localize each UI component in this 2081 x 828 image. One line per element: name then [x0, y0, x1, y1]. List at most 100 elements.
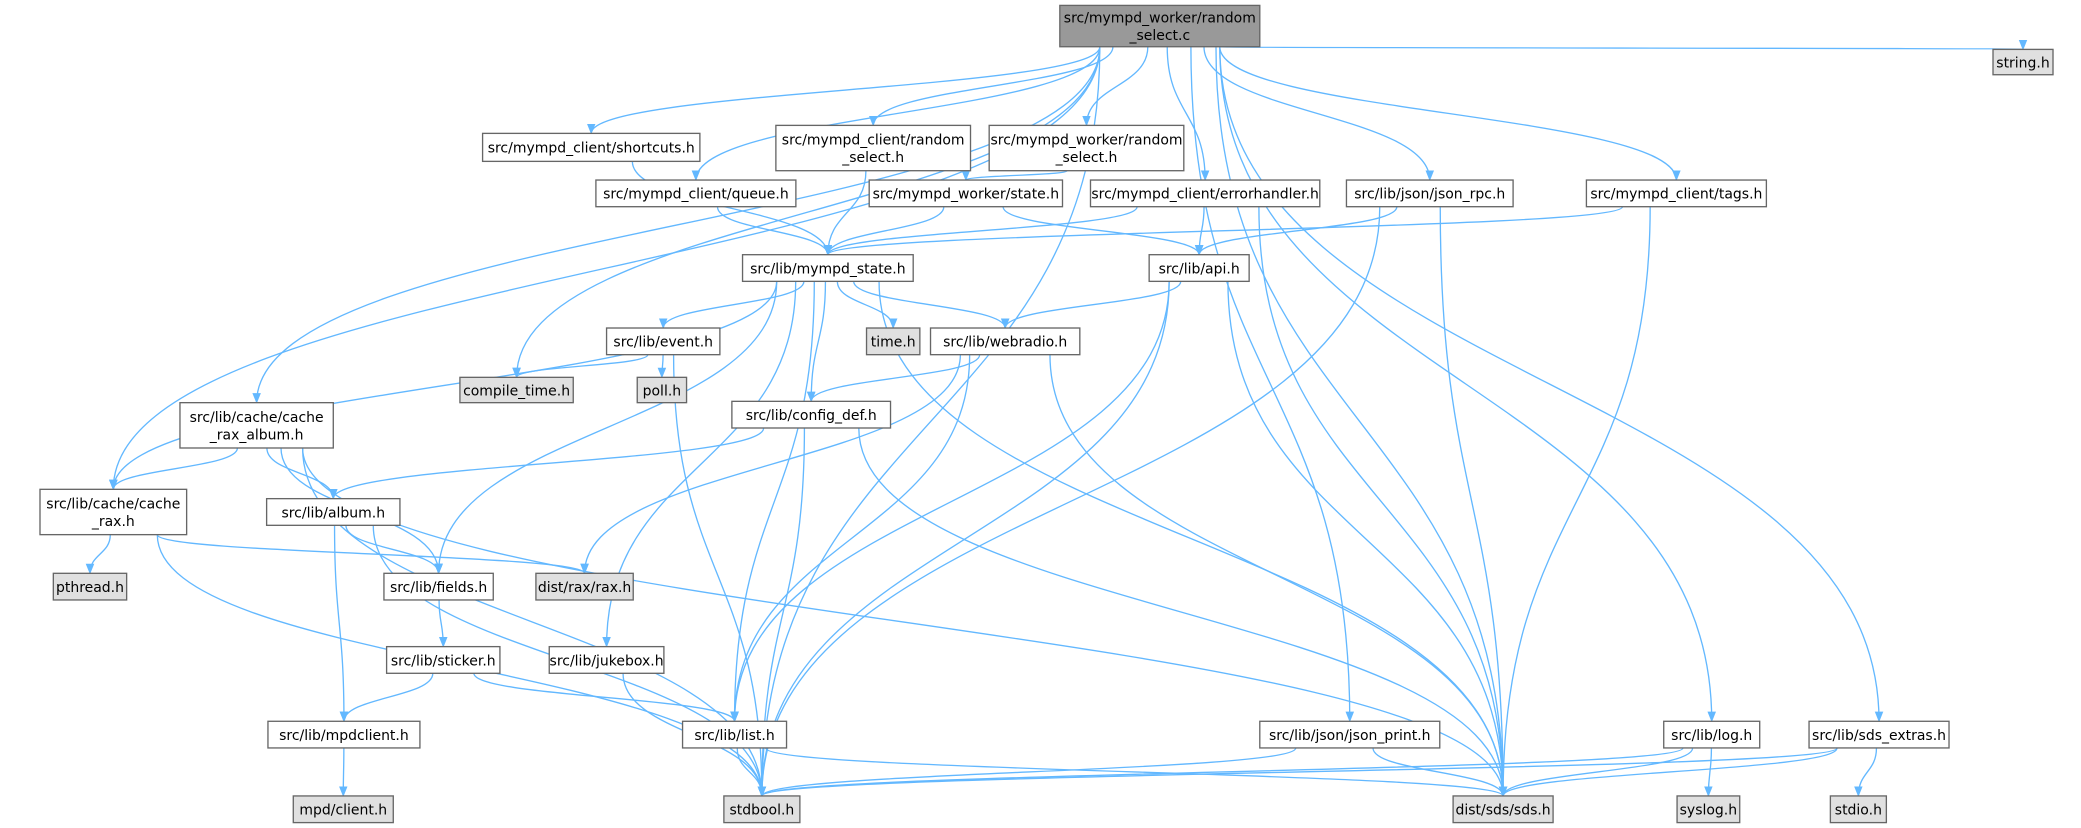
node-label: src/mympd_client/errorhandler.h — [1091, 187, 1319, 203]
node-wstate[interactable]: src/mympd_worker/state.h — [868, 179, 1064, 208]
node-box — [1259, 720, 1441, 749]
node-box — [1345, 179, 1514, 208]
node-label: src/lib/sticker.h — [391, 653, 496, 669]
node-cra[interactable]: src/lib/cache/cache_rax_album.h — [179, 402, 334, 449]
edge-log-to-sds — [1498, 747, 1694, 798]
node-jrpc[interactable]: src/lib/json/json_rpc.h — [1345, 179, 1514, 208]
node-label: src/mympd_client/tags.h — [1590, 187, 1762, 203]
node-label: syslog.h — [1680, 803, 1737, 819]
node-box — [1676, 795, 1741, 824]
node-label: string.h — [1996, 55, 2049, 71]
node-label: stdbool.h — [729, 803, 794, 819]
node-label: src/lib/jukebox.h — [550, 653, 664, 669]
node-label: src/lib/event.h — [613, 335, 713, 351]
node-label: _select.h — [1055, 150, 1118, 166]
node-label: src/lib/list.h — [694, 728, 774, 744]
node-time[interactable]: time.h — [865, 327, 921, 356]
node-box — [39, 488, 188, 536]
edge-api-to-webradio — [1000, 281, 1182, 330]
node-config[interactable]: src/lib/config_def.h — [731, 400, 892, 429]
node-api[interactable]: src/lib/api.h — [1148, 254, 1250, 283]
node-poll[interactable]: poll.h — [636, 376, 688, 404]
node-jukebox[interactable]: src/lib/jukebox.h — [548, 645, 665, 674]
node-label: src/lib/cache/cache — [190, 410, 324, 426]
edge-shortcuts-to-mstate — [631, 161, 833, 256]
node-pthread[interactable]: pthread.h — [52, 572, 128, 601]
node-box — [636, 376, 688, 404]
node-box — [1059, 4, 1261, 48]
edge-webradio-to-config — [807, 354, 981, 403]
edge-cra-to-album — [266, 447, 338, 500]
node-stdio[interactable]: stdio.h — [1829, 795, 1888, 824]
edge-cr-to-rax — [156, 534, 589, 575]
node-mstate[interactable]: src/lib/mympd_state.h — [741, 254, 914, 283]
node-box — [865, 327, 921, 356]
node-cr[interactable]: src/lib/cache/cache_rax.h — [39, 488, 188, 536]
node-label: src/mympd_worker/random — [990, 133, 1182, 149]
node-jprint[interactable]: src/lib/json/json_print.h — [1259, 720, 1441, 749]
node-sds[interactable]: dist/sds/sds.h — [1452, 795, 1554, 824]
node-tags[interactable]: src/mympd_client/tags.h — [1585, 179, 1768, 208]
node-list[interactable]: src/lib/list.h — [681, 720, 788, 749]
edge-album-to-fields — [345, 525, 443, 575]
node-mpdc[interactable]: mpd/client.h — [292, 795, 394, 824]
node-box — [1089, 179, 1321, 208]
node-sdsx[interactable]: src/lib/sds_extras.h — [1808, 720, 1950, 749]
node-label: poll.h — [643, 383, 682, 399]
edge-root-to-log — [1219, 46, 1716, 723]
edge-api-to-sds — [1227, 281, 1508, 798]
node-queue[interactable]: src/mympd_client/queue.h — [595, 179, 797, 208]
node-box — [459, 376, 574, 404]
node-err[interactable]: src/mympd_client/errorhandler.h — [1089, 179, 1321, 208]
node-shortcuts[interactable]: src/mympd_client/shortcuts.h — [481, 132, 701, 163]
edge-mstate-to-fields — [434, 281, 778, 575]
node-wrs[interactable]: src/mympd_worker/random_select.h — [988, 124, 1185, 172]
edge-wrs-to-wstate — [961, 170, 1068, 182]
node-label: src/mympd_client/queue.h — [603, 187, 789, 203]
node-box — [383, 572, 494, 601]
edge-jprint-to-stdbool — [757, 747, 1297, 798]
node-mpdclient[interactable]: src/lib/mpdclient.h — [267, 720, 421, 749]
edge-mstate-to-sds — [878, 281, 1508, 798]
node-compile[interactable]: compile_time.h — [459, 376, 574, 404]
edge-log-to-stdbool — [757, 747, 1684, 798]
edge-wstate-to-mstate — [823, 206, 945, 256]
node-label: src/mympd_client/random — [782, 133, 965, 149]
edge-log-to-syslog — [1704, 747, 1713, 798]
node-label: src/lib/json/json_rpc.h — [1354, 187, 1505, 203]
node-webradio[interactable]: src/lib/webradio.h — [929, 327, 1081, 356]
edge-event-to-stdbool — [672, 354, 767, 798]
node-root[interactable]: src/mympd_worker/random_select.c — [1059, 4, 1261, 48]
node-label: src/lib/mympd_state.h — [750, 261, 906, 277]
node-box — [731, 400, 892, 429]
node-box — [179, 402, 334, 449]
node-label: src/lib/fields.h — [390, 580, 487, 596]
edge-root-to-crs — [868, 46, 1114, 127]
edge-root-to-jprint — [1190, 46, 1355, 723]
node-box — [548, 645, 665, 674]
node-box — [535, 572, 634, 601]
edge-webradio-to-sds — [1049, 354, 1508, 798]
edge-root-to-wrs — [1082, 46, 1149, 127]
node-sticker[interactable]: src/lib/sticker.h — [385, 645, 501, 674]
node-label: src/mympd_worker/state.h — [873, 187, 1060, 203]
node-event[interactable]: src/lib/event.h — [605, 327, 721, 356]
node-rax[interactable]: dist/rax/rax.h — [535, 572, 634, 601]
node-syslog[interactable]: syslog.h — [1676, 795, 1741, 824]
node-box — [681, 720, 788, 749]
edge-root-to-shortcuts — [587, 46, 1101, 135]
node-fields[interactable]: src/lib/fields.h — [383, 572, 494, 601]
node-label: src/lib/mpdclient.h — [279, 728, 409, 744]
edge-api-to-stdbool — [757, 281, 1170, 798]
node-box — [265, 497, 401, 526]
node-box — [741, 254, 914, 283]
node-string[interactable]: string.h — [1992, 48, 2054, 76]
edge-sdsx-to-sds — [1498, 747, 1838, 798]
node-stdbool[interactable]: stdbool.h — [723, 795, 801, 824]
edge-root-to-compile — [512, 46, 1101, 379]
edge-jrpc-to-api — [1194, 206, 1398, 256]
node-box — [929, 327, 1081, 356]
node-crs[interactable]: src/mympd_client/random_select.h — [775, 124, 972, 172]
node-album[interactable]: src/lib/album.h — [265, 497, 401, 526]
node-log[interactable]: src/lib/log.h — [1663, 720, 1761, 749]
